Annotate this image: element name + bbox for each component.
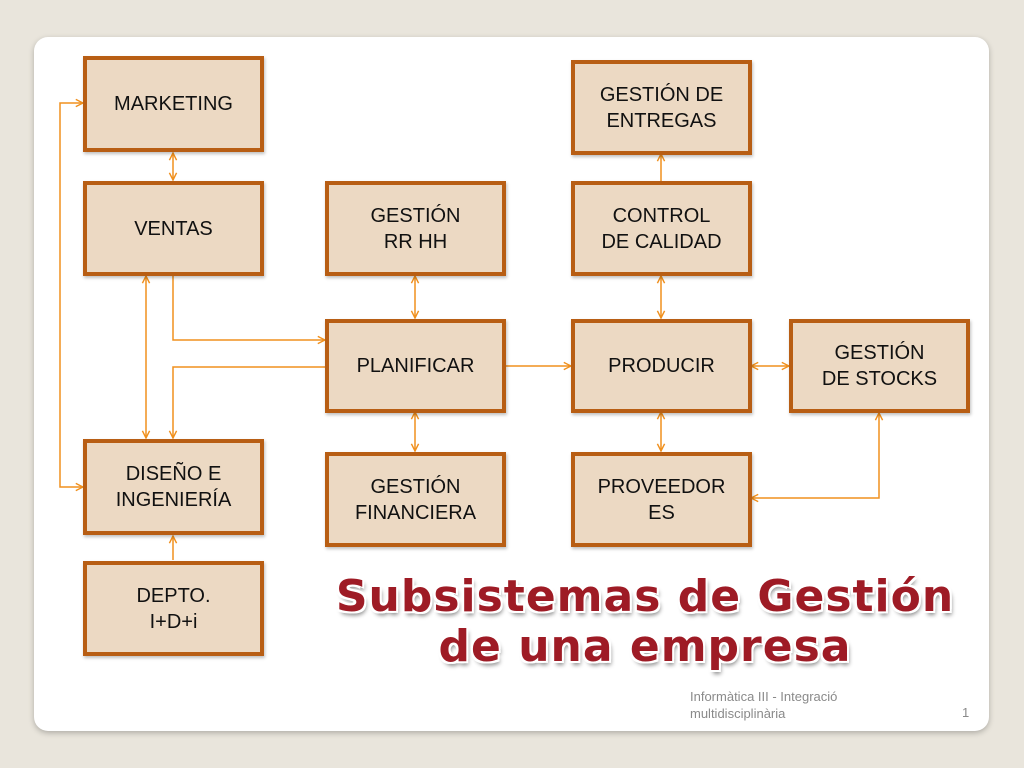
slide-title: Subsistemas de Gestión de una empresa — [300, 572, 990, 672]
box-ventas: VENTAS — [83, 181, 264, 276]
box-gestion-rrhh: GESTIÓN RR HH — [325, 181, 506, 276]
title-line-1: Subsistemas de Gestión — [335, 571, 955, 622]
box-gestion-stocks: GESTIÓN DE STOCKS — [789, 319, 970, 413]
box-gestion-financiera: GESTIÓN FINANCIERA — [325, 452, 506, 547]
box-control-calidad: CONTROL DE CALIDAD — [571, 181, 752, 276]
box-gestion-entregas: GESTIÓN DE ENTREGAS — [571, 60, 752, 155]
box-marketing: MARKETING — [83, 56, 264, 152]
box-proveedores: PROVEEDOR ES — [571, 452, 752, 547]
box-diseno-ingenieria: DISEÑO E INGENIERÍA — [83, 439, 264, 535]
edge-diseno-marketing — [59, 103, 83, 487]
title-line-2: de una empresa — [438, 621, 852, 672]
footer-text: Informàtica III - Integració multidiscip… — [690, 689, 838, 721]
box-producir: PRODUCIR — [571, 319, 752, 413]
edge-proveedores-stocks — [751, 413, 879, 498]
box-planificar: PLANIFICAR — [325, 319, 506, 413]
page-number: 1 — [962, 705, 970, 720]
edge-ventas-planificar — [172, 276, 325, 340]
edge-planificar-diseno — [173, 366, 325, 438]
box-depto-idi: DEPTO. I+D+i — [83, 561, 264, 656]
